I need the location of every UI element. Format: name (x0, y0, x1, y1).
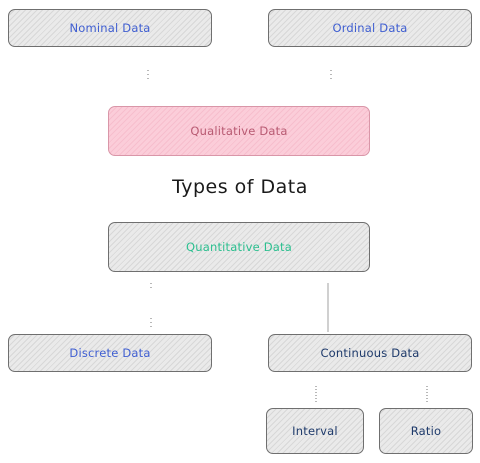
node-continuous-data: Continuous Data (268, 334, 472, 372)
node-ordinal-data: Ordinal Data (268, 9, 472, 47)
diagram-title: Types of Data (172, 176, 308, 198)
node-qualitative-data: Qualitative Data (108, 106, 370, 156)
node-interval-label: Interval (292, 424, 338, 438)
node-ratio: Ratio (379, 408, 473, 454)
node-continuous-label: Continuous Data (320, 346, 420, 360)
node-quantitative-data: Quantitative Data (108, 222, 370, 272)
node-discrete-data: Discrete Data (8, 334, 212, 372)
node-discrete-label: Discrete Data (69, 346, 151, 360)
node-ratio-label: Ratio (410, 424, 442, 438)
node-quantitative-label: Quantitative Data (185, 240, 293, 254)
node-qualitative-label: Qualitative Data (190, 124, 288, 138)
node-ordinal-label: Ordinal Data (332, 21, 408, 35)
node-interval: Interval (266, 408, 364, 454)
node-nominal-data: Nominal Data (8, 9, 212, 47)
node-nominal-label: Nominal Data (69, 21, 151, 35)
